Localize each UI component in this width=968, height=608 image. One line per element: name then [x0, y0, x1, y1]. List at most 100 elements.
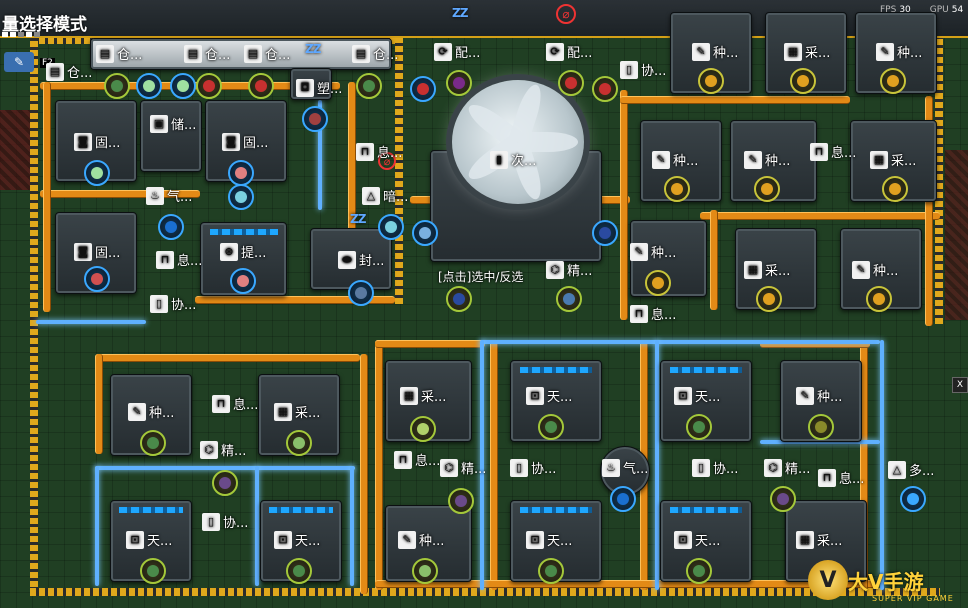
resource-ring[interactable]	[170, 73, 196, 99]
tool-button[interactable]: ✎	[4, 52, 34, 72]
resource-ring[interactable]	[446, 70, 472, 96]
building-label[interactable]: ✎种...	[630, 242, 676, 261]
building-label[interactable]: ♨气...	[146, 186, 192, 205]
building-label[interactable]: △多...	[888, 460, 934, 479]
resource-ring[interactable]	[882, 176, 908, 202]
resource-ring[interactable]	[556, 286, 582, 312]
building-label[interactable]: ◙固...	[74, 132, 120, 151]
building-label[interactable]: ⌬精...	[546, 260, 592, 279]
resource-ring[interactable]	[698, 68, 724, 94]
building-label[interactable]: ▯协...	[620, 60, 666, 79]
building-label[interactable]: ▯协...	[510, 458, 556, 477]
resource-ring[interactable]	[558, 70, 584, 96]
resource-ring[interactable]	[770, 486, 796, 512]
building-label[interactable]: ▯协...	[692, 458, 738, 477]
resource-ring[interactable]	[686, 558, 712, 584]
resource-ring[interactable]	[880, 68, 906, 94]
building-label[interactable]: ◘塑...	[296, 78, 342, 97]
resource-ring[interactable]	[136, 73, 162, 99]
resource-ring[interactable]	[808, 414, 834, 440]
building-label[interactable]: ▯协...	[202, 512, 248, 531]
building-label[interactable]: ⊓息...	[356, 142, 402, 161]
storage-row[interactable]	[90, 38, 392, 70]
building-label[interactable]: ⊓息...	[212, 394, 258, 413]
resource-ring[interactable]	[104, 73, 130, 99]
resource-ring[interactable]	[410, 76, 436, 102]
building-label[interactable]: △暗...	[362, 186, 408, 205]
building-label[interactable]: ▦采...	[744, 260, 790, 279]
resource-ring[interactable]	[412, 558, 438, 584]
resource-ring[interactable]	[212, 470, 238, 496]
resource-ring[interactable]	[790, 68, 816, 94]
building-label[interactable]: ▦采...	[796, 530, 842, 549]
building-label[interactable]: ▦采...	[784, 42, 830, 61]
resource-ring[interactable]	[410, 416, 436, 442]
resource-ring[interactable]	[140, 558, 166, 584]
building-label[interactable]: ⊓息...	[818, 468, 864, 487]
resource-ring[interactable]	[230, 268, 256, 294]
building-label[interactable]: ♨气...	[602, 458, 648, 477]
building-label[interactable]: ⊛提...	[220, 242, 266, 261]
resource-ring[interactable]	[378, 214, 404, 240]
resource-ring[interactable]	[348, 280, 374, 306]
resource-ring[interactable]	[592, 220, 618, 246]
resource-ring[interactable]	[866, 286, 892, 312]
resource-ring[interactable]	[610, 486, 636, 512]
resource-ring[interactable]	[448, 488, 474, 514]
building-label[interactable]: ▤仓...	[46, 62, 92, 81]
building-store[interactable]	[140, 100, 202, 172]
building-label[interactable]: ⊓息...	[810, 142, 856, 161]
close-button[interactable]: X	[952, 377, 968, 393]
building-label[interactable]: ▦采...	[870, 150, 916, 169]
building-label[interactable]: ⊡天...	[674, 386, 720, 405]
building-label[interactable]: ◙固...	[74, 242, 120, 261]
building-label[interactable]: ✎种...	[652, 150, 698, 169]
resource-ring[interactable]	[686, 414, 712, 440]
building-label[interactable]: ◙固...	[222, 132, 268, 151]
building-label[interactable]: ⌬精...	[764, 458, 810, 477]
resource-ring[interactable]	[248, 73, 274, 99]
building-label[interactable]: ⊓息...	[156, 250, 202, 269]
building-label[interactable]: ⊡天...	[526, 386, 572, 405]
building-label[interactable]: ⌬精...	[440, 458, 486, 477]
building-label[interactable]: ⊡天...	[526, 530, 572, 549]
building-label[interactable]: ⟳配...	[546, 42, 592, 61]
resource-ring[interactable]	[645, 270, 671, 296]
building-label[interactable]: ⊓息...	[630, 304, 676, 323]
resource-ring[interactable]	[302, 106, 328, 132]
building-label[interactable]: ✎种...	[876, 42, 922, 61]
resource-ring[interactable]	[286, 558, 312, 584]
building-label[interactable]: ▣储...	[150, 114, 196, 133]
building-label[interactable]: ▤仓...	[184, 44, 230, 63]
building-label[interactable]: ⊓息...	[394, 450, 440, 469]
resource-ring[interactable]	[158, 214, 184, 240]
building-label[interactable]: ▮次...	[490, 150, 536, 169]
resource-ring[interactable]	[286, 430, 312, 456]
building-label[interactable]: ⊡天...	[274, 530, 320, 549]
building-label[interactable]: ✎种...	[398, 530, 444, 549]
resource-ring[interactable]	[228, 184, 254, 210]
resource-ring[interactable]	[196, 73, 222, 99]
building-label[interactable]: ⟳配...	[434, 42, 480, 61]
resource-ring[interactable]	[228, 160, 254, 186]
building-label[interactable]: ▤仓...	[244, 44, 290, 63]
resource-ring[interactable]	[446, 286, 472, 312]
building-solidifier[interactable]	[55, 100, 137, 182]
resource-ring[interactable]	[538, 414, 564, 440]
resource-ring[interactable]	[756, 286, 782, 312]
resource-ring[interactable]	[664, 176, 690, 202]
building-label[interactable]: ▦采...	[274, 402, 320, 421]
resource-ring[interactable]	[538, 558, 564, 584]
building-label[interactable]: ▦采...	[400, 386, 446, 405]
building-label[interactable]: ✎种...	[128, 402, 174, 421]
building-label[interactable]: ✎种...	[692, 42, 738, 61]
building-label[interactable]: ⊡天...	[674, 530, 720, 549]
power-core[interactable]	[452, 80, 584, 204]
resource-ring[interactable]	[900, 486, 926, 512]
resource-ring[interactable]	[356, 73, 382, 99]
resource-ring[interactable]	[140, 430, 166, 456]
building-label[interactable]: ✎种...	[852, 260, 898, 279]
building-label[interactable]: ▯协...	[150, 294, 196, 313]
building-label[interactable]: ▤仓...	[352, 44, 398, 63]
building-label[interactable]: ⌬精...	[200, 440, 246, 459]
